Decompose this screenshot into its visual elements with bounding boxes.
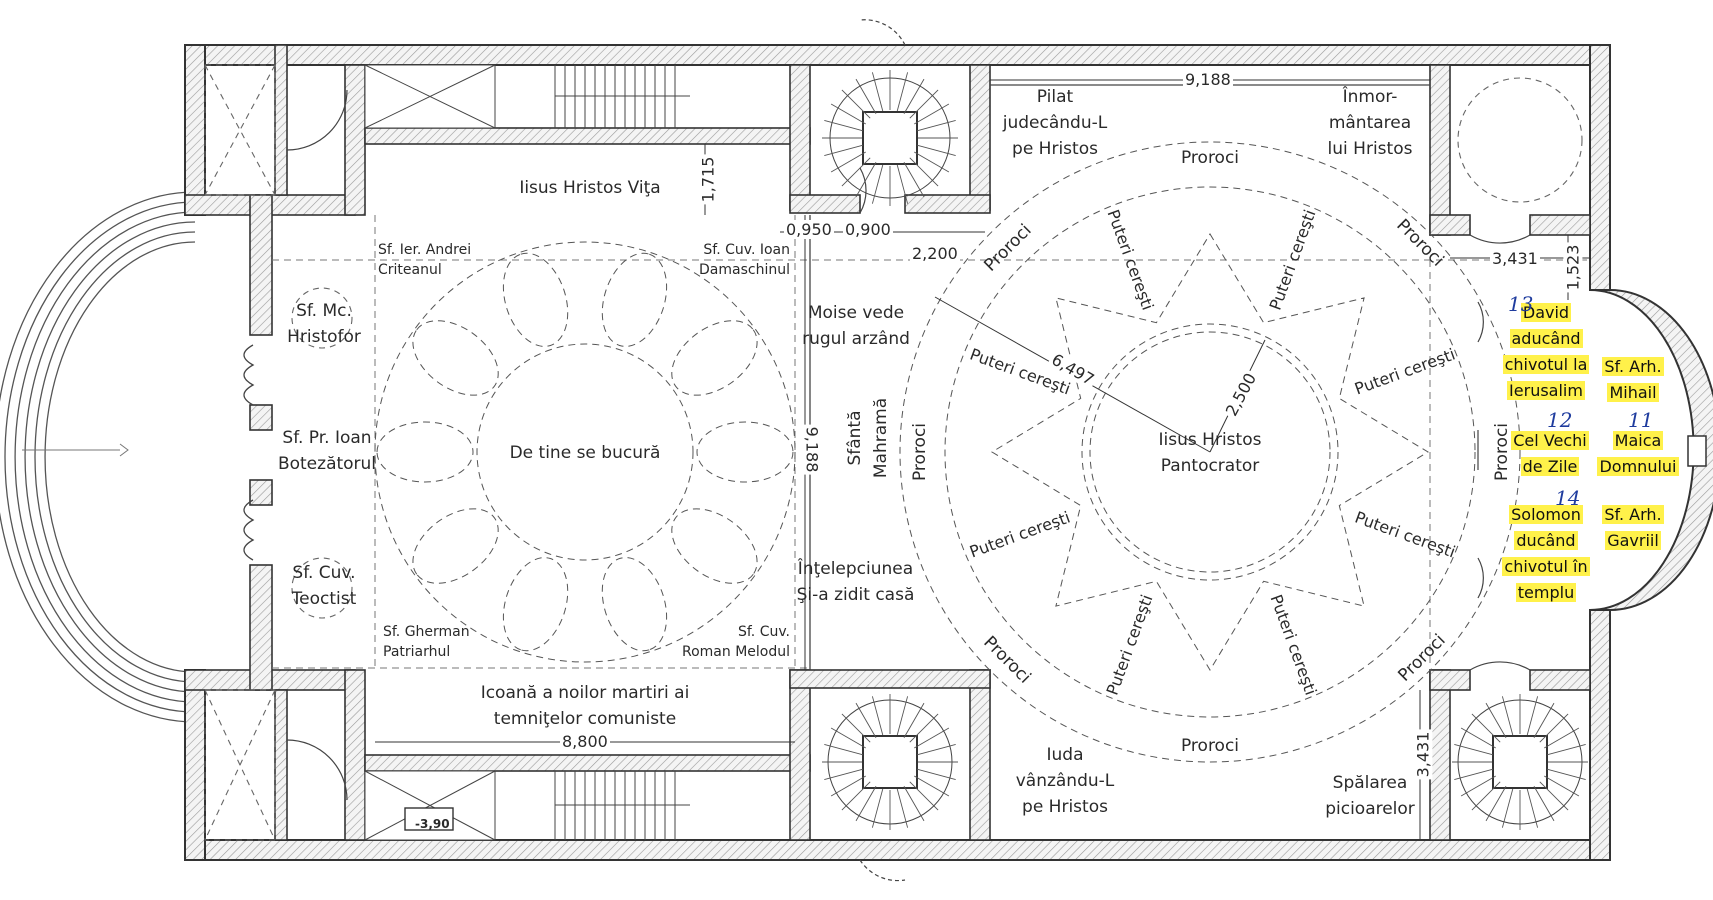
tower-dashed [204, 64, 1583, 841]
label-damaschin: Sf. Cuv. Ioan Damaschinul [699, 242, 790, 278]
exterior-walls [184, 44, 1611, 861]
label-roman: Sf. Cuv. Roman Melodul [681, 624, 790, 660]
label-ioan-botezatorul: Sf. Pr. Ioan Botezătorul [277, 428, 377, 474]
spiral-stair-bottom [827, 699, 953, 825]
dim-3431-bottom: 3,431 [1413, 729, 1433, 780]
label-inmormantarea: Înmor- mântarea lui Hristos [1327, 87, 1413, 159]
narthex-dome [374, 241, 796, 663]
main-doors [243, 344, 255, 561]
doors [286, 19, 1531, 882]
label-sfanta-mahrama: Sfântă Mahramă [845, 397, 891, 479]
label-intelepciunea: Înţelepciunea Şi-a zidit casă [796, 559, 915, 605]
label-spalarea: Spălarea picioarelor [1325, 773, 1415, 819]
level-marker: -3,90 [415, 817, 450, 831]
label-proroci-bottom: Proroci [1180, 736, 1240, 756]
apse-label-david: David aducând chivotul la Ierusalim [1502, 303, 1590, 400]
dim-0950: 0,950 [784, 220, 834, 239]
label-teoctist: Sf. Cuv. Teoctist [291, 563, 357, 609]
label-hristofor: Sf. Mc. Hristofor [287, 301, 361, 347]
step-arrows [22, 443, 129, 457]
handwritten-12: 12 [1547, 408, 1573, 432]
handwritten-13: 13 [1508, 292, 1534, 316]
apse-label-gavriil: Sf. Arh. Gavriil [1602, 505, 1664, 550]
stair-flights [364, 64, 496, 841]
label-iisus-vita: Iisus Hristos Viţa [519, 178, 661, 198]
label-gherman: Sf. Gherman Patriarhul [383, 624, 470, 660]
spiral-stair-top [829, 77, 951, 199]
apse-wall [1589, 289, 1713, 611]
spiral-treads [822, 70, 1588, 830]
label-proroci-left: Proroci [910, 422, 930, 482]
label-pilat: Pilat judecându-L pe Hristos [1002, 87, 1108, 159]
label-iuda: Iuda vânzându-L pe Hristos [1015, 745, 1115, 817]
apse-label-cel-vechi: Cel Vechi de Zile [1511, 431, 1589, 476]
label-pantocrator: Iisus Hristos Pantocrator [1158, 430, 1262, 476]
label-moise: Moise vede rugul arzând [802, 303, 910, 349]
dim-2200: 2,200 [910, 244, 960, 263]
label-icoana-martiri: Icoană a noilor martiri ai temniţelor co… [480, 683, 690, 729]
dim-9188-top: 9,188 [1183, 70, 1233, 89]
dim-9188-mid: 9,188 [802, 424, 822, 475]
dim-1715: 1,715 [698, 154, 718, 205]
stair-treads [554, 65, 690, 840]
dim-3431-top: 3,431 [1490, 249, 1540, 268]
dim-1523: 1,523 [1563, 242, 1583, 293]
apse-label-mihail: Sf. Arh. Mihail [1602, 357, 1664, 402]
apse-label-maica: Maica Domnului [1597, 431, 1679, 476]
interior-walls [184, 44, 1591, 841]
dim-8800: 8,800 [560, 732, 610, 751]
handwritten-11: 11 [1628, 408, 1654, 432]
label-de-tine: De tine se bucură [509, 443, 661, 463]
label-andrei: Sf. Ier. Andrei Criteanul [378, 242, 472, 278]
label-proroci-top: Proroci [1180, 148, 1240, 168]
entrance-steps [0, 191, 196, 723]
handwritten-14: 14 [1555, 486, 1581, 510]
dim-0900: 0,900 [843, 220, 893, 239]
apse-label-solomon: Solomon ducând chivotul în templu [1502, 505, 1590, 602]
